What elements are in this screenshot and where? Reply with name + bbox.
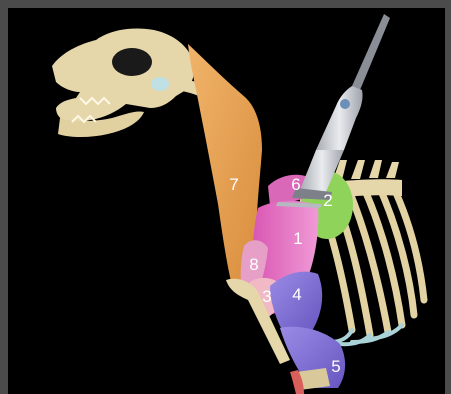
label-muscle-8: 8	[249, 255, 258, 274]
anatomy-viewport: 1 2 3 4 5 6 7 8	[8, 8, 445, 394]
label-muscle-7: 7	[229, 175, 238, 194]
label-muscle-2: 2	[323, 191, 332, 210]
label-muscle-3: 3	[262, 287, 271, 306]
skull	[52, 28, 194, 137]
label-muscle-1: 1	[293, 229, 302, 248]
label-muscle-6: 6	[291, 175, 300, 194]
anatomy-illustration: 1 2 3 4 5 6 7 8	[8, 8, 445, 394]
label-muscle-4: 4	[292, 285, 301, 304]
label-muscle-5: 5	[331, 357, 340, 376]
